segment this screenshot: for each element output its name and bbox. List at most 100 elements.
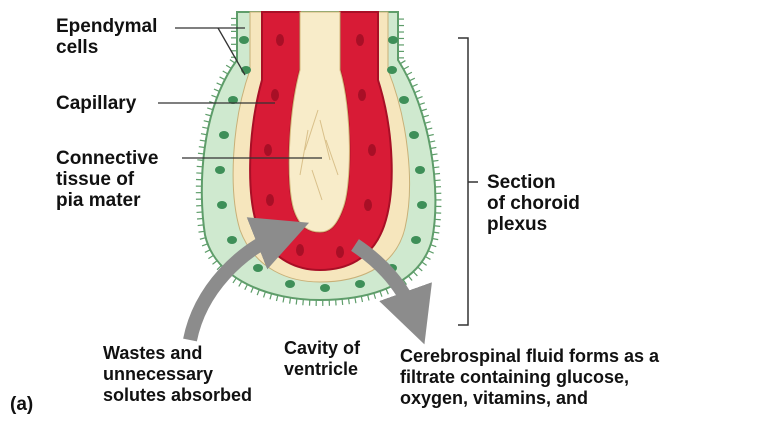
microvillus — [211, 95, 217, 97]
red-blood-cell — [368, 144, 376, 156]
ependymal-cells-label: Ependymal cells — [56, 16, 157, 58]
connective-tissue-label: Connective tissue of pia mater — [56, 148, 158, 211]
microvillus — [220, 77, 225, 80]
nucleus — [217, 201, 227, 209]
nucleus — [399, 96, 409, 104]
microvillus — [202, 127, 208, 128]
microvillus — [423, 115, 429, 117]
microvillus — [407, 72, 412, 75]
microvillus — [212, 261, 217, 265]
microvillus — [217, 83, 222, 85]
microvillus — [342, 299, 343, 305]
capillary-label: Capillary — [56, 93, 136, 114]
microvillus — [434, 174, 440, 175]
microvillus — [257, 290, 259, 296]
red-blood-cell — [358, 89, 366, 101]
nucleus — [320, 284, 330, 292]
microvillus — [412, 84, 417, 86]
nucleus — [253, 264, 263, 272]
microvillus — [433, 160, 439, 161]
microvillus — [223, 71, 228, 74]
microvillus — [200, 140, 206, 141]
nucleus — [388, 36, 398, 44]
microvillus — [251, 287, 253, 293]
microvillus — [214, 89, 220, 91]
microvillus — [432, 239, 438, 240]
microvillus — [368, 295, 369, 301]
microvillus — [205, 114, 211, 116]
microvillus — [264, 292, 266, 298]
microvillus — [303, 299, 304, 305]
red-blood-cell — [296, 244, 304, 256]
microvillus — [428, 135, 434, 136]
microvillus — [374, 293, 376, 299]
microvillus — [233, 278, 236, 283]
microvillus — [431, 245, 437, 247]
microvillus — [434, 226, 440, 227]
microvillus — [425, 122, 431, 124]
microvillus — [433, 232, 439, 233]
red-blood-cell — [364, 199, 372, 211]
microvillus — [380, 291, 382, 297]
microvillus — [199, 147, 205, 148]
panel-label: (a) — [10, 394, 33, 415]
microvillus — [197, 160, 203, 161]
red-blood-cell — [336, 246, 344, 258]
microvillus — [426, 128, 432, 129]
red-blood-cell — [276, 34, 284, 46]
nucleus — [417, 201, 427, 209]
nucleus — [387, 66, 397, 74]
microvillus — [425, 256, 430, 259]
microvillus — [432, 154, 438, 155]
microvillus — [200, 238, 206, 240]
nucleus — [411, 236, 421, 244]
microvillus — [202, 244, 208, 246]
nucleus — [215, 166, 225, 174]
cavity-of-ventricle-label: Cavity of ventricle — [284, 338, 360, 380]
red-blood-cell — [271, 89, 279, 101]
microvillus — [430, 147, 436, 148]
csf-label: Cerebrospinal fluid forms as a filtrate … — [400, 346, 659, 409]
microvillus — [418, 267, 423, 271]
microvillus — [198, 153, 204, 154]
microvillus — [386, 289, 388, 295]
microvillus — [230, 60, 235, 63]
nucleus — [239, 36, 249, 44]
microvillus — [409, 78, 414, 81]
microvillus — [408, 276, 412, 281]
nucleus — [219, 131, 229, 139]
wastes-label: Wastes and unnecessary solutes absorbed — [103, 343, 252, 406]
microvillus — [226, 65, 231, 68]
nucleus — [285, 280, 295, 288]
microvillus — [204, 121, 210, 122]
microvillus — [433, 167, 439, 168]
microvillus — [198, 225, 204, 226]
microvillus — [197, 218, 203, 219]
microvillus — [422, 262, 427, 265]
microvillus — [239, 281, 242, 286]
microvillus — [296, 299, 297, 305]
microvillus — [415, 90, 421, 92]
microvillus — [270, 294, 272, 300]
microvillus — [205, 250, 210, 253]
nucleus — [415, 166, 425, 174]
microvillus — [245, 284, 248, 289]
red-blood-cell — [264, 144, 272, 156]
red-blood-cell — [356, 34, 364, 46]
microvillus — [404, 66, 409, 69]
section-choroid-plexus-label: Section of choroid plexus — [487, 172, 580, 235]
microvillus — [207, 108, 213, 110]
microvillus — [361, 296, 362, 302]
microvillus — [201, 134, 207, 135]
red-blood-cell — [266, 194, 274, 206]
nucleus — [355, 280, 365, 288]
microvillus — [349, 298, 350, 304]
section-bracket — [458, 38, 478, 325]
microvillus — [400, 61, 405, 64]
nucleus — [409, 131, 419, 139]
microvillus — [199, 231, 205, 232]
microvillus — [208, 255, 213, 258]
microvillus — [413, 272, 417, 276]
microvillus — [417, 97, 423, 99]
microvillus — [429, 141, 435, 142]
